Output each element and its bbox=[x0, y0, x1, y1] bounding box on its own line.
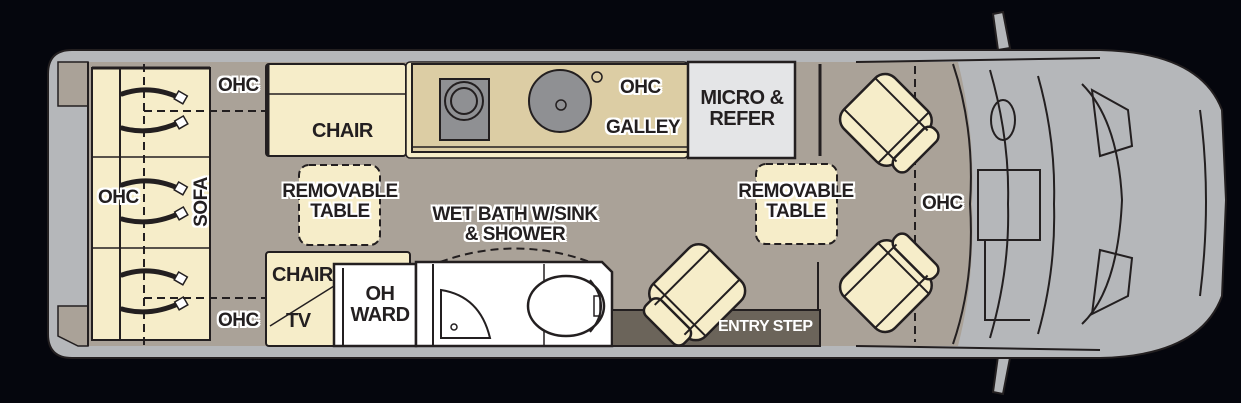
label-removable-table-rear-line2: TABLE bbox=[310, 200, 370, 222]
label-tv: TV bbox=[286, 310, 311, 332]
rear-sofa bbox=[91, 66, 211, 341]
cab-captain-chair-driver bbox=[838, 72, 940, 174]
side-mirror-bottom bbox=[991, 354, 1012, 396]
swivel-chair-entry bbox=[642, 243, 747, 347]
removable-table-front bbox=[755, 163, 838, 245]
label-oh-ward-line2: WARD bbox=[350, 304, 410, 326]
label-ohc-cab: OHC bbox=[922, 193, 963, 214]
label-ohc-sofa: OHC bbox=[98, 187, 139, 208]
label-removable-table-front: REMOVABLE TABLE bbox=[736, 182, 856, 222]
label-ohc-galley: OHC bbox=[620, 77, 661, 98]
label-ohc-rear-top: OHC bbox=[218, 75, 259, 96]
label-wet-bath-line1: WET BATH W/SINK bbox=[432, 204, 598, 225]
label-sofa: SOFA bbox=[191, 177, 213, 227]
label-oh-ward-line1: OH bbox=[365, 283, 396, 305]
label-entry-step: ENTRY STEP bbox=[718, 318, 813, 335]
label-removable-table-front-line1: REMOVABLE bbox=[738, 181, 854, 202]
removable-table-rear bbox=[298, 164, 381, 246]
van-cab-front bbox=[855, 57, 1207, 351]
label-galley: GALLEY bbox=[606, 117, 681, 138]
label-chair-bottom: CHAIR bbox=[272, 264, 333, 286]
label-micro-refer-line1: MICRO & bbox=[700, 87, 784, 109]
cab-captain-chair-passenger bbox=[838, 232, 940, 334]
label-micro-refer: MICRO & REFER bbox=[690, 88, 794, 130]
label-wet-bath-line2: & SHOWER bbox=[464, 223, 566, 245]
shower-corner-sink-icon bbox=[440, 288, 492, 339]
label-removable-table-rear-line1: REMOVABLE bbox=[282, 181, 398, 202]
label-ohc-rear-bottom: OHC bbox=[218, 310, 259, 331]
galley-counter bbox=[405, 61, 689, 159]
wet-bath bbox=[414, 260, 614, 348]
label-micro-refer-line2: REFER bbox=[709, 108, 775, 130]
toilet-icon bbox=[526, 274, 606, 338]
label-removable-table-rear: REMOVABLE TABLE bbox=[280, 182, 400, 222]
label-oh-ward: OH WARD bbox=[345, 284, 415, 326]
label-removable-table-front-line2: TABLE bbox=[766, 200, 826, 222]
label-chair-top: CHAIR bbox=[312, 120, 373, 142]
micro-refer-cabinet bbox=[686, 60, 797, 160]
side-mirror-top bbox=[991, 10, 1012, 52]
rear-chair-top bbox=[265, 63, 407, 157]
label-wet-bath: WET BATH W/SINK & SHOWER bbox=[420, 205, 610, 245]
cooktop-burner-icon bbox=[528, 69, 592, 133]
